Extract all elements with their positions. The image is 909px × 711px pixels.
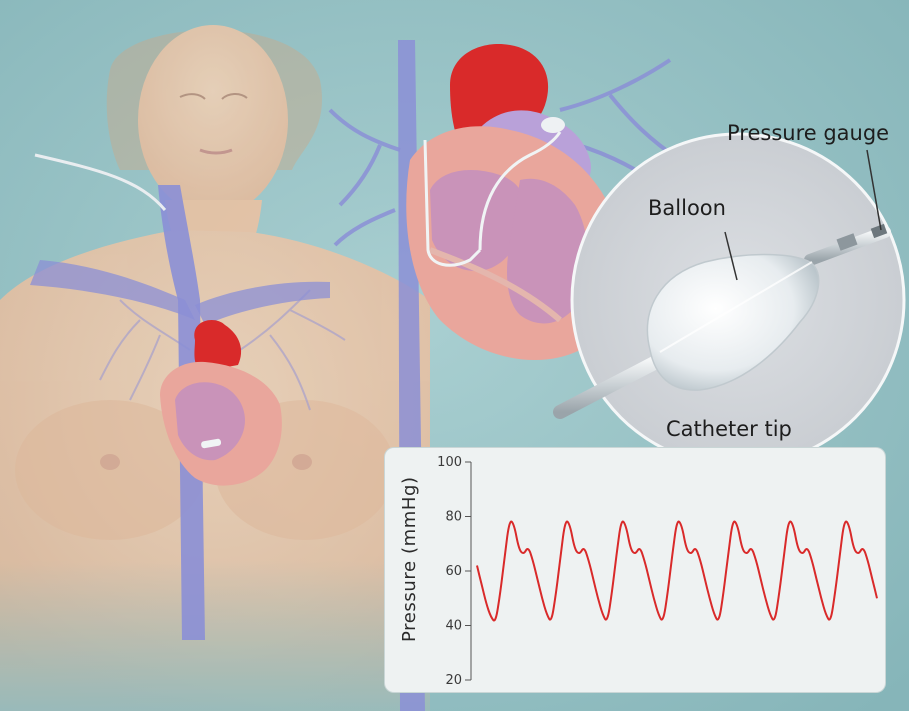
pressure-trace — [477, 522, 877, 621]
pressure-chart: Pressure (mmHg) 100 80 60 40 20 — [385, 448, 885, 692]
y-tick-label-40: 40 — [445, 619, 462, 634]
y-tick-label-20: 20 — [445, 673, 462, 688]
y-tick-label-80: 80 — [445, 510, 462, 525]
y-axis-label: Pressure (mmHg) — [399, 476, 420, 642]
y-tick-label-60: 60 — [445, 564, 462, 579]
y-tick-label-100: 100 — [437, 455, 462, 470]
pressure-chart-panel: Pressure (mmHg) 100 80 60 40 20 — [385, 448, 885, 692]
balloon-label: Balloon — [648, 196, 726, 220]
y-axis: 100 80 60 40 20 — [437, 455, 471, 688]
pressure-gauge-label: Pressure gauge — [727, 121, 889, 145]
catheter-tip-label: Catheter tip — [666, 417, 792, 441]
